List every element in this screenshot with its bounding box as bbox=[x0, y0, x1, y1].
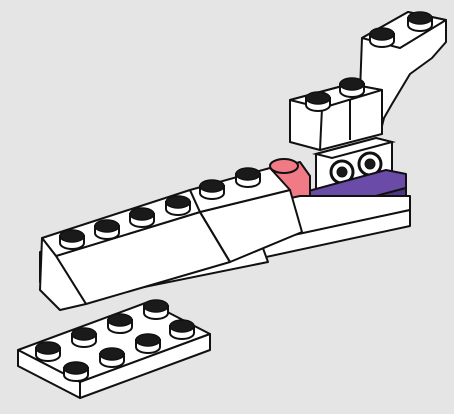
loose-plate-stud bbox=[108, 314, 132, 333]
slope-brick-stud bbox=[60, 230, 84, 249]
loose-plate-stud bbox=[36, 342, 60, 361]
slope-brick-stud bbox=[95, 220, 119, 239]
technic-hole-left-inner bbox=[337, 167, 347, 177]
loose-plate-stud bbox=[100, 348, 124, 367]
technic-hole-right-inner bbox=[365, 159, 375, 169]
bracket-stud bbox=[340, 78, 364, 97]
bracket-stud bbox=[370, 28, 394, 47]
loose-plate-stud bbox=[144, 300, 168, 319]
bracket-stud bbox=[306, 92, 330, 111]
loose-plate-stud bbox=[170, 320, 194, 339]
loose-plate-stud bbox=[64, 362, 88, 381]
slope-brick-stud bbox=[236, 168, 260, 187]
bracket-stud bbox=[408, 12, 432, 31]
pink-brick-stud bbox=[270, 159, 298, 173]
slope-brick-stud bbox=[166, 196, 190, 215]
loose-plate-stud bbox=[136, 334, 160, 353]
loose-plate-stud bbox=[72, 328, 96, 347]
slope-brick-stud bbox=[200, 180, 224, 199]
slope-brick-stud bbox=[130, 208, 154, 227]
